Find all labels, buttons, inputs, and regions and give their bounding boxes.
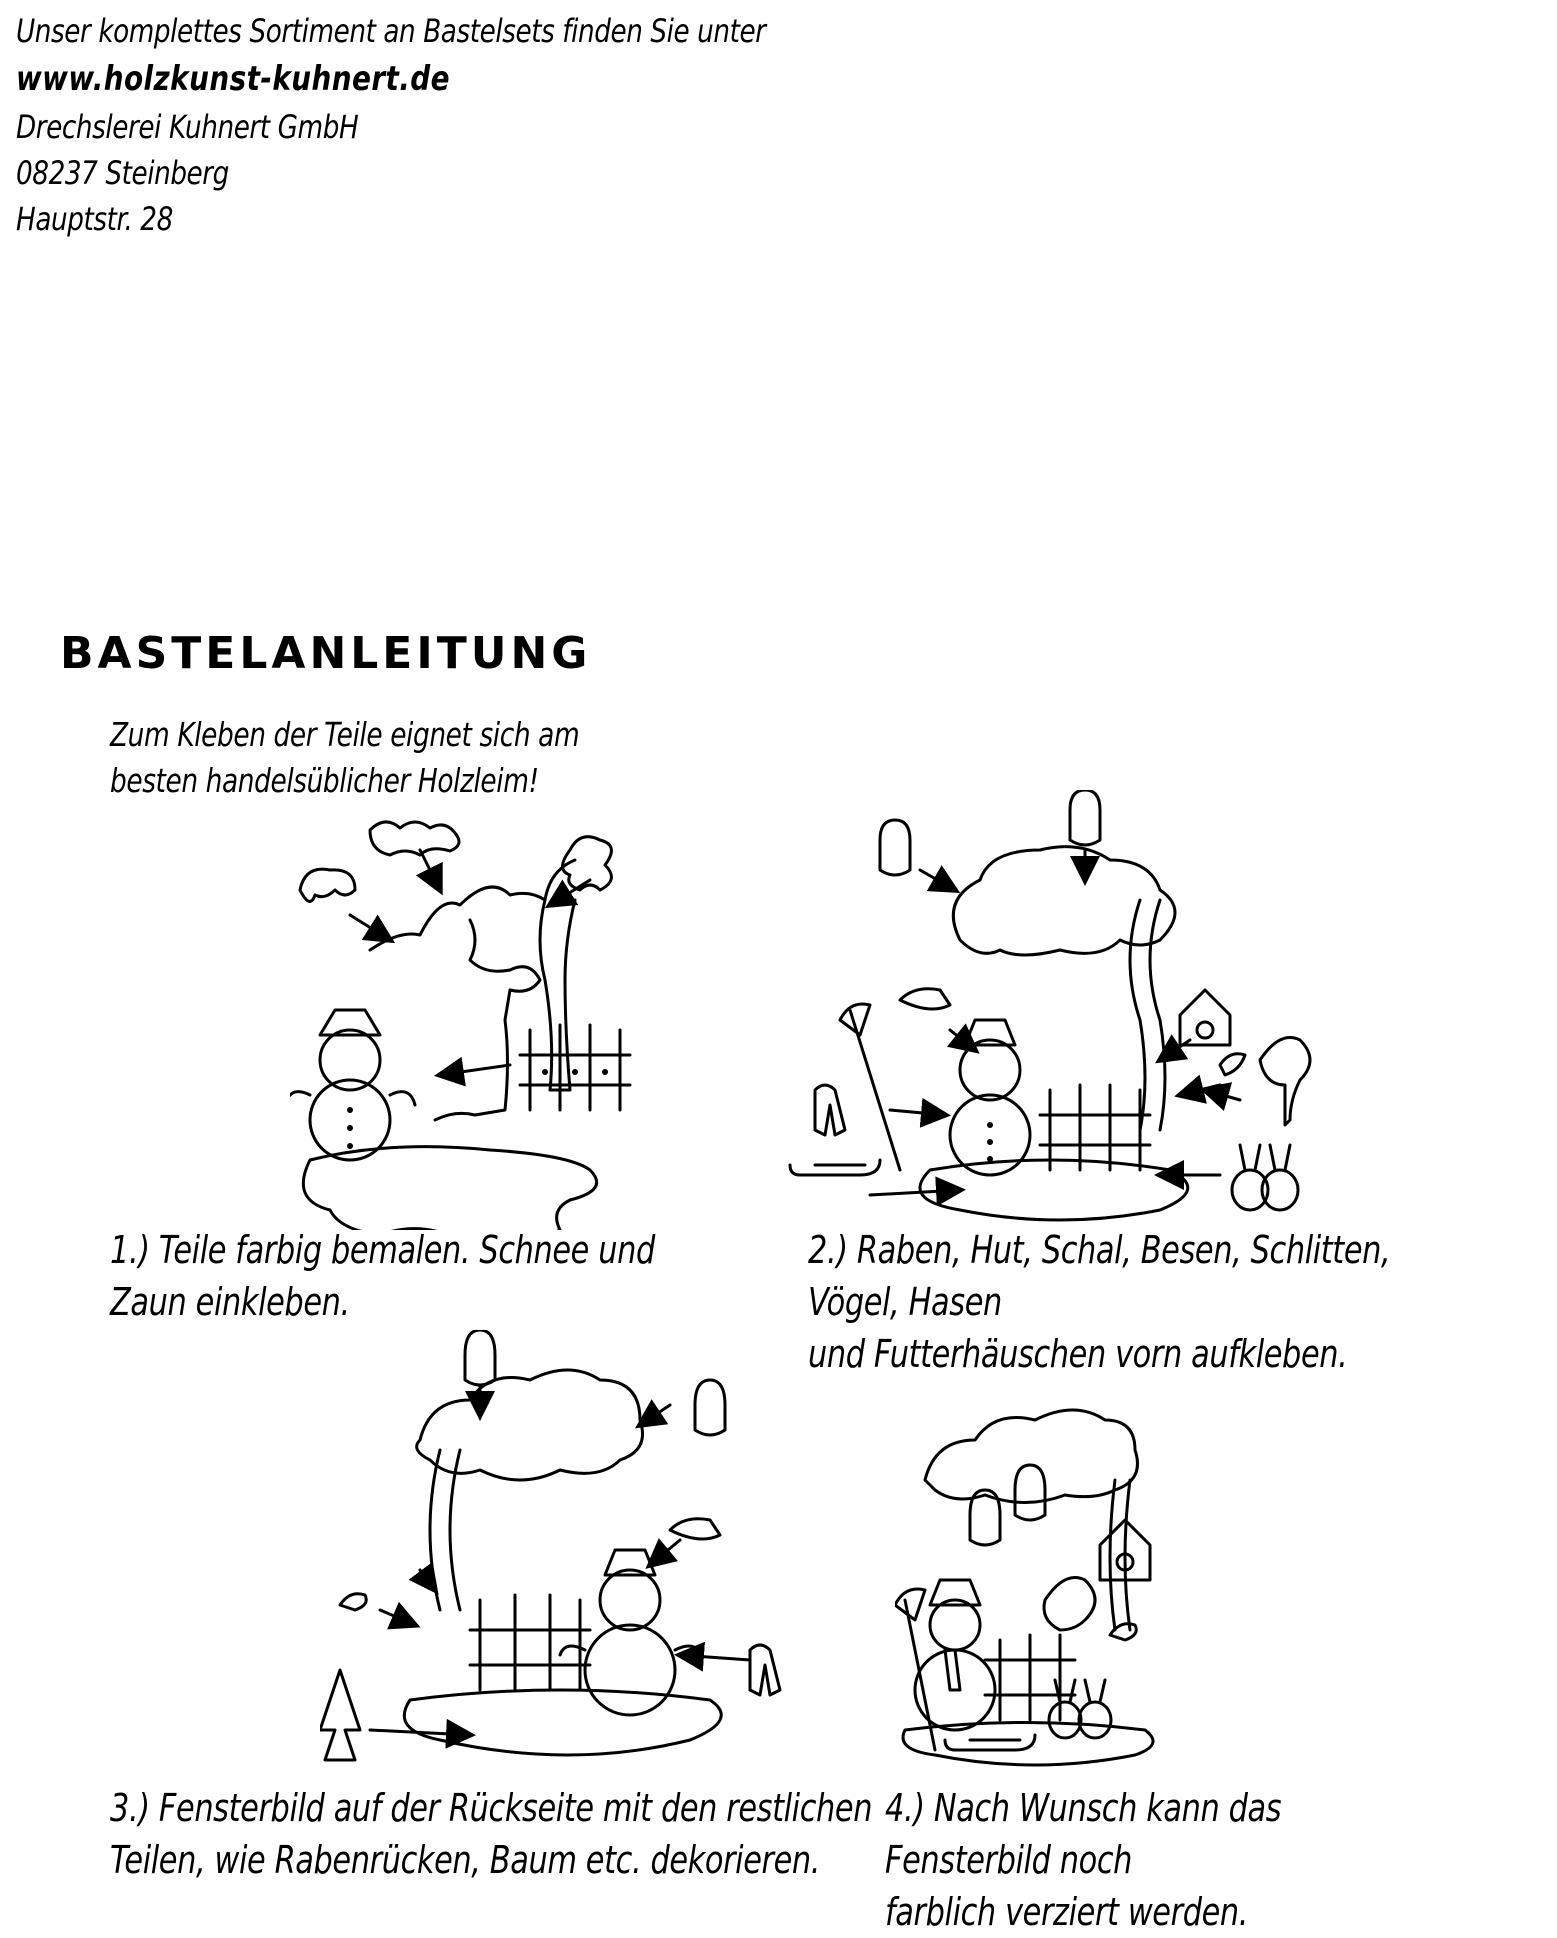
- small-bird: [1108, 1622, 1138, 1642]
- raven: [968, 1488, 1002, 1547]
- hat: [898, 987, 952, 1011]
- sled: [788, 1158, 882, 1177]
- raven-back: [463, 1330, 497, 1387]
- raven: [878, 818, 912, 877]
- snowman: [948, 1018, 1032, 1177]
- step-caption: 2.) Raben, Hut, Schal, Besen, Schlitten,…: [808, 1224, 1407, 1380]
- step-caption-line: Teilen, wie Rabenrücken, Baum etc. dekor…: [110, 1838, 821, 1882]
- step4-illustration: [895, 1408, 1155, 1767]
- fence: [983, 1633, 1077, 1722]
- snow-ground: [301, 1145, 599, 1230]
- scarf: [748, 1643, 782, 1697]
- tree-trunk: [1128, 898, 1167, 1132]
- step-caption-line: 1.) Teile farbig bemalen. Schnee und: [110, 1228, 655, 1272]
- step-caption-line: 4.) Nach Wunsch kann das Fensterbild noc…: [885, 1786, 1282, 1882]
- step-caption-line: farblich verziert werden.: [885, 1890, 1249, 1934]
- step-caption-line: und Futterhäuschen vorn aufkleben.: [808, 1332, 1348, 1376]
- birdhouse: [1098, 1518, 1152, 1582]
- snow-ground: [918, 1158, 1190, 1222]
- step-caption: 1.) Teile farbig bemalen. Schnee und Zau…: [110, 1224, 655, 1328]
- snowman: [913, 1578, 997, 1732]
- step3-illustration: [320, 1330, 782, 1762]
- bird: [1258, 1036, 1312, 1127]
- raven: [1068, 790, 1102, 847]
- scarf: [813, 1083, 847, 1137]
- page-title: Bastelanleitung: [60, 628, 592, 679]
- snow-cloud: [298, 867, 357, 903]
- broom: [895, 1587, 937, 1752]
- tree-crown: [951, 845, 1177, 957]
- tree-trunk: [1108, 1478, 1132, 1632]
- hares: [1230, 1143, 1300, 1212]
- company-city: 08237 Steinberg: [16, 154, 229, 192]
- intro-line: Zum Kleben der Teile eignet sich am: [110, 715, 580, 754]
- fence: [1038, 1083, 1152, 1172]
- bird: [1042, 1576, 1097, 1632]
- step-caption-line: 3.) Fensterbild auf der Rückseite mit de…: [110, 1786, 873, 1830]
- fence: [518, 1023, 632, 1112]
- step-caption: 4.) Nach Wunsch kann das Fensterbild noc…: [885, 1782, 1423, 1938]
- sled: [943, 1733, 1037, 1752]
- company-name: Drechslerei Kuhnert GmbH: [16, 108, 359, 146]
- header-line: Unser komplettes Sortiment an Bastelsets…: [16, 12, 766, 50]
- small-bird: [338, 1592, 368, 1612]
- fir-tree: [320, 1668, 362, 1762]
- tree-trunk: [428, 1448, 462, 1612]
- snow-ground: [901, 1721, 1155, 1767]
- step-caption: 3.) Fensterbild auf der Rückseite mit de…: [110, 1782, 872, 1886]
- intro-line: besten handelsüblicher Holzleim!: [110, 761, 539, 800]
- step-caption-line: 2.) Raben, Hut, Schal, Besen, Schlitten,…: [808, 1228, 1391, 1324]
- raven: [1013, 1463, 1047, 1522]
- broom: [838, 1002, 902, 1172]
- hares: [1047, 1678, 1113, 1740]
- raven-back: [693, 1378, 727, 1437]
- website-url[interactable]: www.holzkunst-kuhnert.de: [16, 59, 450, 99]
- small-bird: [1218, 1052, 1247, 1077]
- company-street: Hauptstr. 28: [16, 200, 173, 238]
- step2-illustration: [788, 790, 1312, 1222]
- snow-cloud: [368, 820, 461, 857]
- step-caption-line: Zaun einkleben.: [110, 1280, 350, 1324]
- tree-crown: [415, 1368, 644, 1482]
- intro-text: Zum Kleben der Teile eignet sich am best…: [110, 712, 580, 804]
- fence: [468, 1593, 592, 1692]
- step1-illustration: [290, 820, 632, 1230]
- snow-ground: [402, 1688, 723, 1757]
- tree: [368, 858, 577, 1122]
- tree-crown: [923, 1408, 1139, 1504]
- snow-cloud: [561, 835, 613, 892]
- hat: [668, 1517, 722, 1541]
- snowman: [290, 1008, 417, 1162]
